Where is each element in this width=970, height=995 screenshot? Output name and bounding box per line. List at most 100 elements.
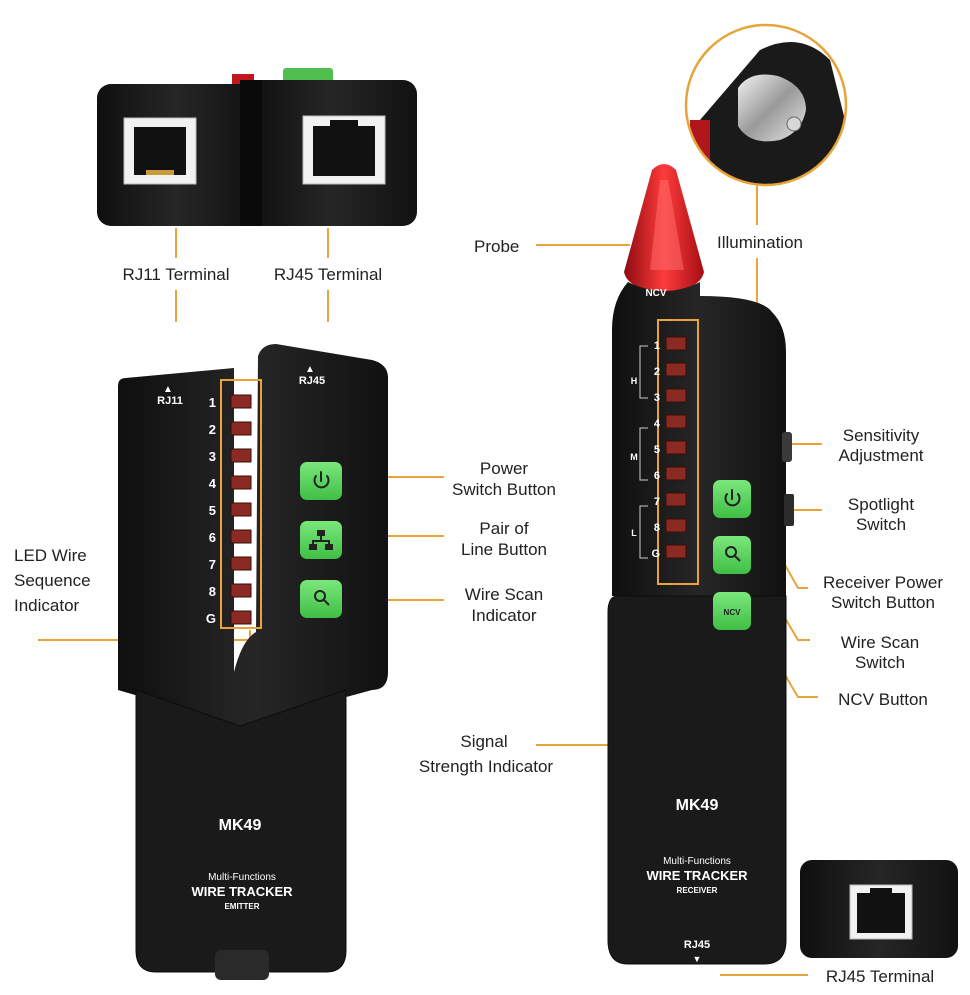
led-indicator (230, 475, 252, 490)
led-wire-sequence-label-3: Indicator (14, 596, 80, 615)
wire-scan-indicator-label-1: Wire Scan (464, 585, 544, 604)
receiver-power-button[interactable] (713, 480, 751, 518)
led-indicator (665, 544, 687, 559)
receiver-title: WIRE TRACKER (646, 868, 748, 883)
led-indicator (230, 448, 252, 463)
emitter-subtitle: Multi-Functions (208, 872, 276, 883)
power-icon (313, 471, 330, 489)
led-number-label: 1 (209, 395, 216, 410)
svg-text:▼: ▼ (693, 954, 702, 964)
network-icon (309, 530, 333, 550)
receiver-role: RECEIVER (677, 886, 718, 895)
led-indicator (665, 414, 687, 429)
led-indicator (230, 421, 252, 436)
led-indicator (665, 518, 687, 533)
pair-of-line-button[interactable] (300, 521, 342, 559)
led-indicator (665, 388, 687, 403)
power-switch-label-2: Switch Button (452, 480, 556, 499)
emitter-device: 1 2 3 4 5 6 7 8G ▲ RJ11 ▲ RJ45 (118, 344, 388, 980)
ncv-button[interactable]: NCV (713, 592, 751, 630)
ncv-button-text: NCV (724, 608, 742, 617)
led-number-label: 3 (209, 449, 216, 464)
led-number-label: 4 (654, 418, 661, 430)
emitter-model: MK49 (219, 817, 262, 834)
led-number-label: 2 (209, 422, 216, 437)
receiver-power-label-1: Receiver Power (823, 573, 943, 592)
pair-of-line-label-1: Pair of (479, 519, 529, 538)
probe-label: Probe (474, 237, 520, 256)
receiver-tip-label: NCV (645, 288, 666, 299)
led-number-label: 5 (654, 444, 660, 456)
illumination-label: Illumination (717, 233, 803, 252)
rj45-terminal-bottom-label: RJ45 Terminal (825, 967, 935, 986)
signal-led-column (665, 336, 687, 559)
svg-text:▲: ▲ (305, 364, 315, 375)
emitter-role: EMITTER (224, 902, 259, 911)
led-indicator (230, 556, 252, 571)
led-column (230, 394, 252, 625)
emitter-rj11-label: RJ11 (157, 395, 183, 407)
pair-of-line-label-2: Line Button (460, 540, 547, 559)
led-column-frame (220, 379, 262, 629)
rj45-module-bottom (800, 860, 958, 958)
led-indicator (665, 362, 687, 377)
rj11-terminal-label: RJ11 Terminal (122, 265, 230, 284)
led-number-label: 7 (209, 557, 216, 572)
signal-strength-label-1: Signal (460, 732, 508, 751)
led-indicator (230, 394, 252, 409)
power-icon (724, 489, 741, 507)
group-m-label: M (630, 452, 638, 462)
group-h-label: H (631, 376, 638, 386)
emitter-rj45-label: RJ45 (299, 375, 325, 387)
emitter-title: WIRE TRACKER (191, 884, 293, 899)
led-number-label: G (651, 548, 660, 560)
receiver-subtitle: Multi-Functions (663, 856, 731, 867)
wire-scan-switch[interactable] (713, 536, 751, 574)
wire-scan-switch-label-1: Wire Scan (840, 633, 920, 652)
led-number-label: 7 (654, 496, 660, 508)
receiver-model: MK49 (676, 797, 719, 814)
led-number-label: 3 (654, 392, 660, 404)
led-indicator (230, 502, 252, 517)
spotlight-label-1: Spotlight (847, 495, 915, 514)
connector-unit (97, 68, 417, 226)
ncv-button-label: NCV Button (838, 690, 928, 709)
search-icon (314, 590, 330, 606)
led-number-label: 1 (654, 340, 660, 352)
led-number-column: 1 2 3 4 5 6 7 8G (206, 395, 217, 626)
illumination-zoom (684, 23, 848, 187)
led-number-label: 8 (654, 522, 660, 534)
led-indicator (230, 529, 252, 544)
svg-text:▲: ▲ (163, 384, 173, 395)
led-indicator (230, 610, 252, 625)
search-icon (725, 546, 741, 562)
led-wire-sequence-label-2: Sequence (14, 571, 91, 590)
receiver-led-frame (657, 319, 699, 585)
led-indicator (665, 492, 687, 507)
group-l-label: L (631, 528, 637, 538)
wire-scan-switch-label-2: Switch (854, 653, 906, 672)
power-switch-button[interactable] (300, 462, 342, 500)
led-indicator (665, 336, 687, 351)
spotlight-label-2: Switch (855, 515, 907, 534)
sensitivity-label-2: Adjustment (838, 446, 924, 465)
led-indicator (665, 440, 687, 455)
receiver-power-label-2: Switch Button (831, 593, 935, 612)
led-number-label: 8 (209, 584, 216, 599)
wire-scan-button[interactable] (300, 580, 342, 618)
wire-scan-indicator-label-2: Indicator (471, 606, 537, 625)
receiver-port-label: RJ45 (684, 939, 710, 951)
power-switch-label-1: Power (479, 459, 529, 478)
led-wire-sequence-label-1: LED Wire (14, 546, 87, 565)
led-number-label: 4 (209, 476, 217, 491)
led-number-label: 5 (209, 503, 216, 518)
led-number-label: 6 (209, 530, 216, 545)
rj45-terminal-top-label: RJ45 Terminal (273, 265, 383, 284)
led-number-label: 2 (654, 366, 660, 378)
signal-strength-label-2: Strength Indicator (418, 757, 554, 776)
sensitivity-label-1: Sensitivity (842, 426, 920, 445)
led-number-label: G (206, 611, 216, 626)
